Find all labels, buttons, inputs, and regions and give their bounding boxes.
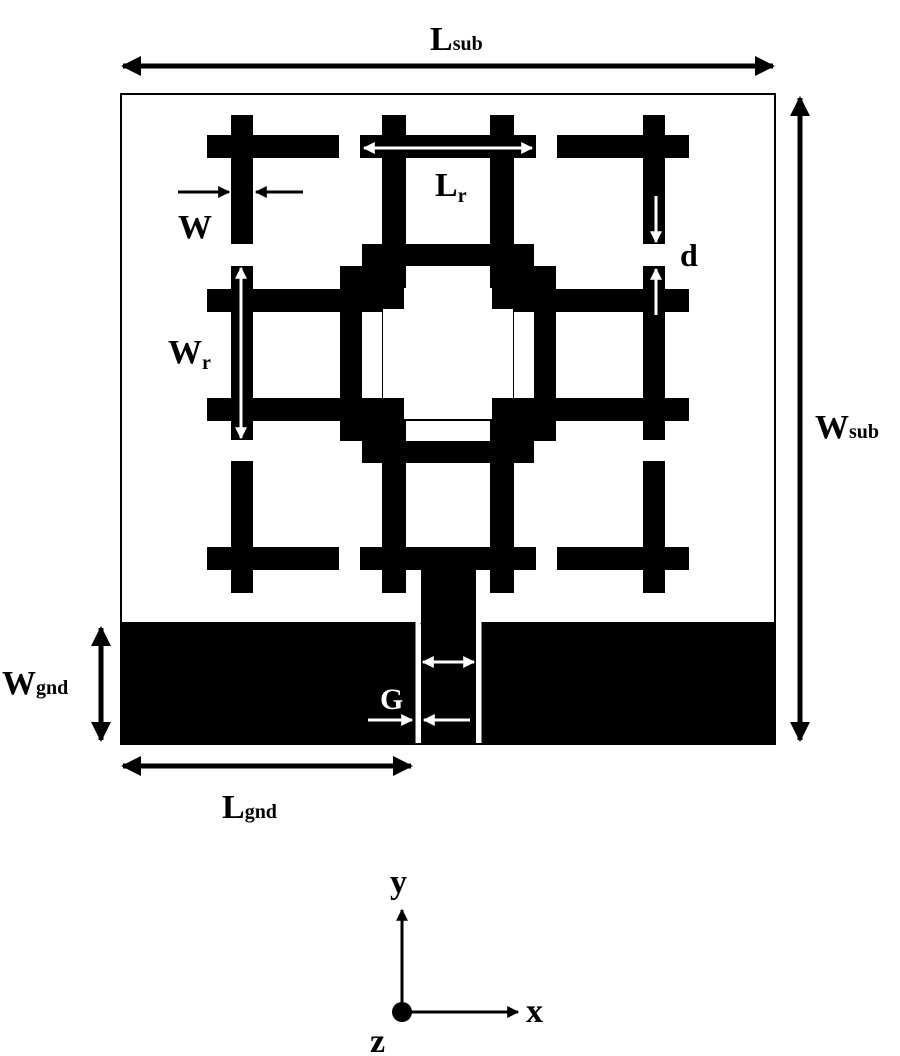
axis-label-z: z xyxy=(370,1023,385,1056)
label-w-f: Wf xyxy=(420,616,461,656)
label-w-gnd: Wgnd xyxy=(2,665,68,702)
coordinate-axes: y x z xyxy=(370,864,543,1056)
label-l-gnd: Lgnd xyxy=(222,789,277,826)
feed-line xyxy=(421,570,476,744)
label-w: W xyxy=(178,209,212,246)
ring-interior xyxy=(383,288,513,419)
ground-plane xyxy=(121,622,775,744)
metal-patch xyxy=(207,115,689,593)
label-d: d xyxy=(680,237,698,273)
label-w-sub: Wsub xyxy=(815,409,879,446)
label-l-r: Lr xyxy=(435,167,467,207)
label-w-r: Wr xyxy=(168,334,211,374)
axis-label-x: x xyxy=(526,993,543,1030)
axis-label-y: y xyxy=(390,864,407,901)
label-g: G xyxy=(380,683,403,716)
label-l-sub: Lsub xyxy=(430,21,483,58)
z-axis-dot xyxy=(392,1002,412,1022)
